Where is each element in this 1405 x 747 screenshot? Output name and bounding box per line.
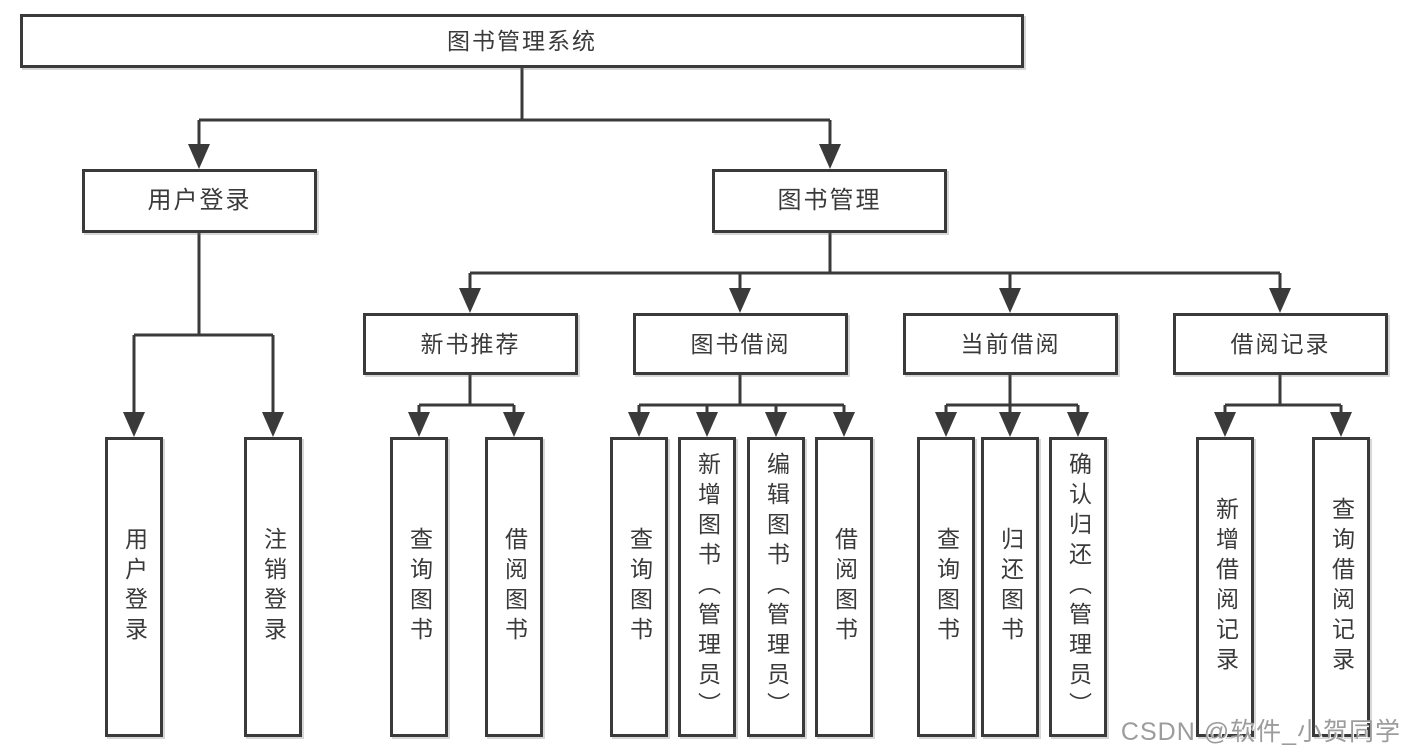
node-label: 新书推荐: [420, 330, 521, 357]
arrow-head-icon: [729, 288, 751, 313]
node-user-login-module: 用户登录: [82, 169, 317, 233]
leaf-label: 查询图书: [933, 527, 960, 647]
leaf-edit-books-admin: 编辑图书（管理员）: [747, 437, 805, 737]
leaf-query-books-borrowing: 查询图书: [610, 437, 668, 737]
leaf-query-books-current: 查询图书: [917, 437, 975, 737]
node-label: 图书管理: [777, 187, 882, 214]
arrow-head-icon: [833, 412, 855, 437]
node-library-management-system: 图书管理系统: [20, 14, 1024, 68]
node-borrowing-records: 借阅记录: [1173, 313, 1388, 375]
node-book-borrowing: 图书借阅: [633, 313, 848, 375]
arrow-head-icon: [459, 288, 481, 313]
leaf-label: 借阅图书: [831, 527, 858, 647]
arrow-head-icon: [999, 412, 1021, 437]
leaf-label: 查询图书: [626, 527, 653, 647]
leaf-label: 注销登录: [260, 527, 287, 647]
leaf-label: 新增借阅记录: [1212, 497, 1239, 677]
leaf-confirm-return-admin: 确认归还（管理员）: [1049, 437, 1107, 737]
arrow-head-icon: [1214, 412, 1236, 437]
node-new-book-recommendation: 新书推荐: [363, 313, 578, 375]
arrow-head-icon: [123, 412, 145, 437]
leaf-label: 新增图书（管理员）: [694, 452, 721, 722]
leaf-label: 查询借阅记录: [1328, 497, 1355, 677]
leaf-label: 编辑图书（管理员）: [763, 452, 790, 722]
arrow-head-icon: [1067, 412, 1089, 437]
leaf-label: 归还图书: [997, 527, 1024, 647]
arrow-head-icon: [503, 412, 525, 437]
leaf-user-login: 用户登录: [105, 437, 163, 737]
leaf-borrow-books: 借阅图书: [815, 437, 873, 737]
leaf-add-borrow-record: 新增借阅记录: [1196, 437, 1254, 737]
leaf-query-books-recommend: 查询图书: [390, 437, 448, 737]
node-label: 图书借阅: [690, 330, 791, 357]
leaf-borrow-books-recommend: 借阅图书: [485, 437, 543, 737]
arrow-head-icon: [935, 412, 957, 437]
node-book-management-module: 图书管理: [712, 169, 947, 233]
arrow-head-icon: [188, 144, 210, 169]
node-label: 当前借阅: [960, 330, 1061, 357]
node-label: 借阅记录: [1230, 330, 1331, 357]
arrow-head-icon: [765, 412, 787, 437]
arrow-head-icon: [696, 412, 718, 437]
leaf-label: 用户登录: [121, 527, 148, 647]
node-label: 用户登录: [147, 187, 252, 214]
arrow-head-icon: [628, 412, 650, 437]
leaf-label: 借阅图书: [501, 527, 528, 647]
arrow-head-icon: [999, 288, 1021, 313]
arrow-head-icon: [262, 412, 284, 437]
leaf-query-borrow-record: 查询借阅记录: [1312, 437, 1370, 737]
leaf-logout: 注销登录: [244, 437, 302, 737]
node-label: 图书管理系统: [447, 27, 597, 54]
arrow-head-icon: [1330, 412, 1352, 437]
leaf-return-books: 归还图书: [981, 437, 1039, 737]
node-current-borrowing: 当前借阅: [903, 313, 1118, 375]
arrow-head-icon: [1269, 288, 1291, 313]
csdn-watermark: CSDN @软件_小贺同学: [1120, 718, 1401, 746]
leaf-add-books-admin: 新增图书（管理员）: [678, 437, 736, 737]
arrow-head-icon: [408, 412, 430, 437]
leaf-label: 查询图书: [406, 527, 433, 647]
arrow-head-icon: [819, 144, 841, 169]
leaf-label: 确认归还（管理员）: [1065, 452, 1092, 722]
